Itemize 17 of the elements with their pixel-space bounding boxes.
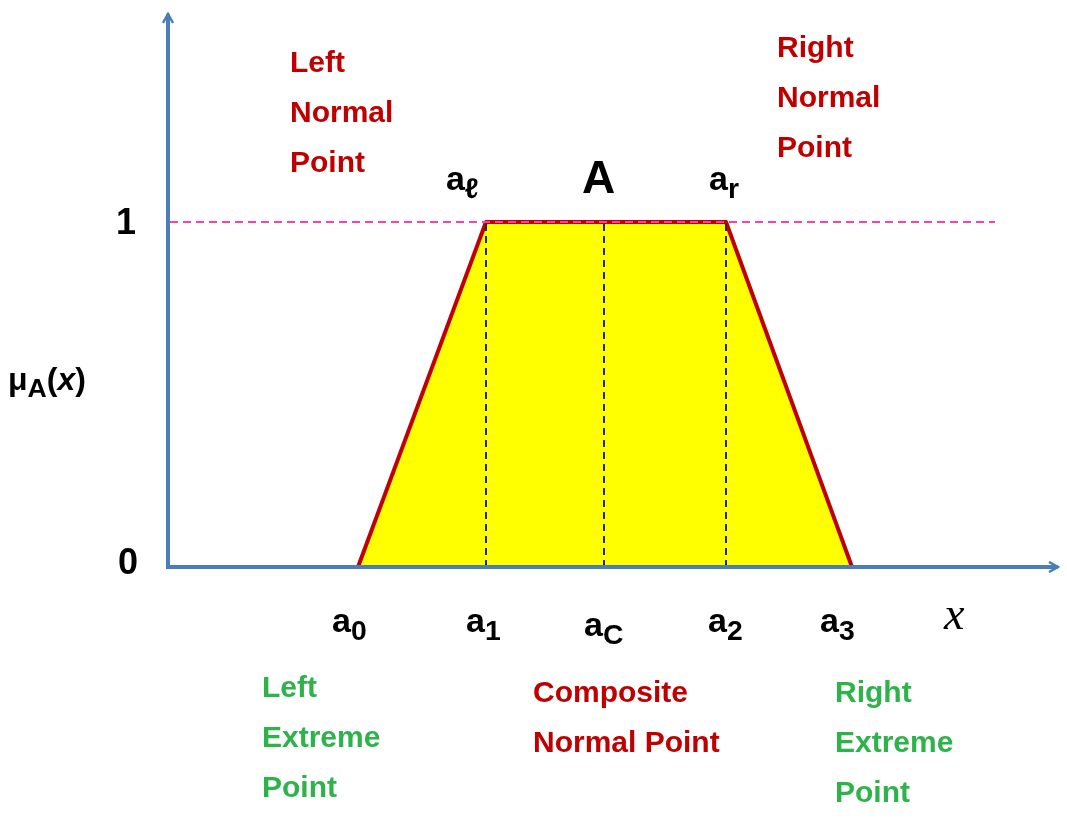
point-label: a$_{0}$ [332, 600, 367, 648]
annotation-text: Left Extreme Point [262, 669, 382, 805]
axis-label: μ$_{A}$(x) [8, 360, 86, 405]
point-label: a$_{1}$ [466, 600, 501, 648]
annotation-text: Composite Normal Point [533, 674, 721, 760]
point-label: a$_{3}$ [820, 600, 855, 648]
tick-label: 0 [118, 540, 139, 584]
point-label: a$_{C}$ [584, 604, 624, 652]
point-label: a$_{2}$ [708, 600, 743, 648]
shape-label: A [582, 150, 616, 205]
axis-label: x [944, 587, 965, 641]
annotation-text: Right Extreme Point [835, 674, 955, 810]
annotation-text: Left Normal Point [290, 44, 395, 180]
point-label: a$_{ℓ}$ [446, 158, 479, 206]
annotation-text: Right Normal Point [777, 29, 882, 165]
point-label: a$_{r}$ [709, 158, 739, 206]
tick-label: 1 [116, 200, 137, 244]
